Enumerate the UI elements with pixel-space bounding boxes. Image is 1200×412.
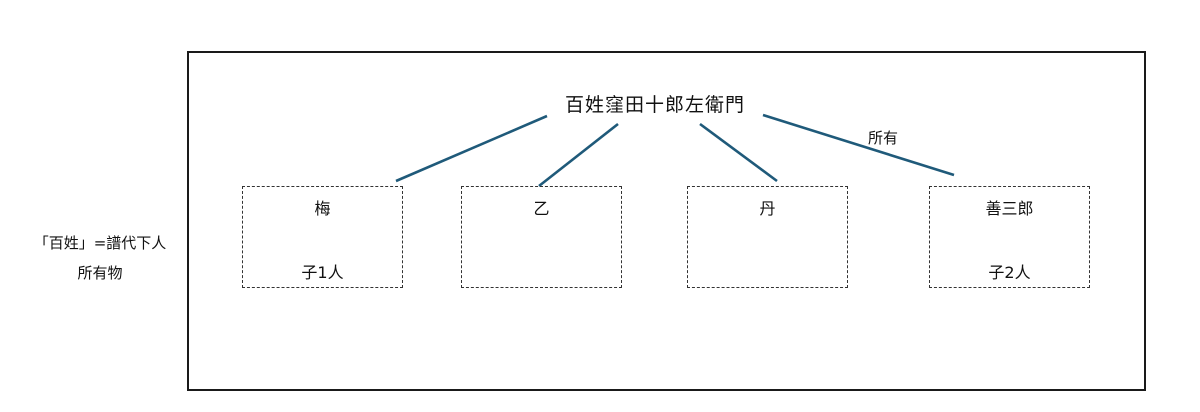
servant-name: 乙 [533, 199, 550, 218]
servant-box-zensaburo: 善三郎 子2人 [929, 186, 1090, 288]
servant-box-tan: 丹 [687, 186, 848, 288]
side-note: 「百姓」=譜代下人 所有物 [20, 228, 180, 288]
servant-box-ume: 梅 子1人 [242, 186, 403, 288]
servant-box-oto: 乙 [461, 186, 622, 288]
side-note-definition: 「百姓」=譜代下人 [33, 234, 167, 252]
servant-children: 子1人 [301, 263, 344, 282]
side-note-property: 所有物 [77, 264, 123, 282]
ownership-label: 所有 [868, 129, 899, 147]
servant-name: 梅 [314, 199, 331, 218]
servant-name: 丹 [759, 199, 776, 218]
servant-children: 子2人 [988, 263, 1031, 282]
servant-name: 善三郎 [985, 199, 1034, 218]
diagram-frame [187, 51, 1146, 391]
owner-name: 百姓窪田十郎左衛門 [564, 94, 745, 116]
